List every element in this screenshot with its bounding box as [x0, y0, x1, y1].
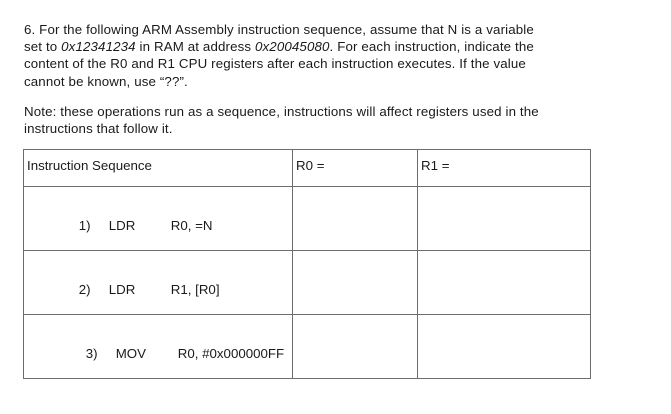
question-run-4-1: cannot be known, use “??”.: [24, 73, 188, 89]
question-run-2-4: 0x20045080: [255, 39, 330, 55]
instruction-answer-table: Instruction Sequence R0 = R1 = 1) LDR R0, …: [23, 149, 591, 379]
instruction-mnemonic-2: LDR: [108, 282, 136, 297]
instruction-text-2: 2) LDR R1, [R0]: [24, 251, 292, 314]
answer-cell-r1-2[interactable]: [417, 250, 591, 315]
header-cell-r0: R0 =: [292, 149, 418, 187]
instruction-text-1: 1) LDR R0, =N: [24, 187, 292, 250]
instruction-number-2: 2): [78, 282, 91, 297]
header-label-r0: R0 =: [296, 158, 325, 173]
instruction-operands-1: R0, =N: [170, 218, 213, 233]
note-line-2: instructions that follow it.: [24, 121, 173, 137]
table-header-row: Instruction Sequence R0 = R1 =: [23, 149, 591, 187]
instruction-operands-3: R0, #0x000000FF: [177, 346, 285, 361]
question-run-2-2: 0x12341234: [61, 39, 136, 55]
question-run-2-1: set to: [24, 39, 62, 55]
answer-cell-r1-3[interactable]: [417, 314, 591, 379]
table-row: 2) LDR R1, [R0]: [23, 250, 591, 315]
instruction-cell-3: 3) MOV R0, #0x000000FF: [23, 314, 293, 379]
instruction-number-3: 3): [85, 346, 98, 361]
instruction-text-3: 3) MOV R0, #0x000000FF: [24, 315, 292, 378]
question-run-2-5: . For each instruction, indicate the: [329, 39, 534, 55]
instruction-cell-1: 1) LDR R0, =N: [23, 186, 293, 251]
question-run-3-1: content of the R0 and R1 CPU registers a…: [24, 56, 526, 72]
answer-cell-r0-1[interactable]: [292, 186, 418, 251]
instruction-mnemonic-1: LDR: [108, 218, 136, 233]
question-run-1-1: 6. For the following ARM Assembly instru…: [24, 22, 534, 37]
answer-cell-r0-3[interactable]: [292, 314, 418, 379]
instruction-cell-2: 2) LDR R1, [R0]: [23, 250, 293, 315]
instruction-number-1: 1): [78, 218, 91, 233]
question-run-2-3: in RAM at address: [135, 39, 255, 55]
table-row: 3) MOV R0, #0x000000FF: [23, 314, 591, 379]
instruction-operands-2: R1, [R0]: [170, 282, 220, 297]
question-paragraph: 6. For the following ARM Assembly instru…: [24, 21, 584, 90]
header-label-r1: R1 =: [421, 158, 450, 173]
question-line-3: content of the R0 and R1 CPU registers a…: [24, 55, 584, 72]
answer-cell-r1-1[interactable]: [417, 186, 591, 251]
header-cell-r1: R1 =: [417, 149, 591, 187]
question-line-4: cannot be known, use “??”.: [24, 73, 584, 90]
instruction-mnemonic-3: MOV: [115, 346, 147, 361]
question-line-1: 6. For the following ARM Assembly instru…: [24, 21, 584, 38]
note-line-1: Note: these operations run as a sequence…: [24, 104, 539, 119]
note-paragraph: Note: these operations run as a sequence…: [24, 103, 594, 137]
header-cell-instruction: Instruction Sequence: [23, 149, 293, 187]
answer-cell-r0-2[interactable]: [292, 250, 418, 315]
answer-table-wrapper: Instruction Sequence R0 = R1 = 1) LDR R0, …: [23, 149, 591, 379]
header-label-instruction: Instruction Sequence: [27, 158, 152, 173]
table-row: 1) LDR R0, =N: [23, 186, 591, 251]
question-line-2: set to 0x12341234 in RAM at address 0x20…: [24, 38, 584, 55]
